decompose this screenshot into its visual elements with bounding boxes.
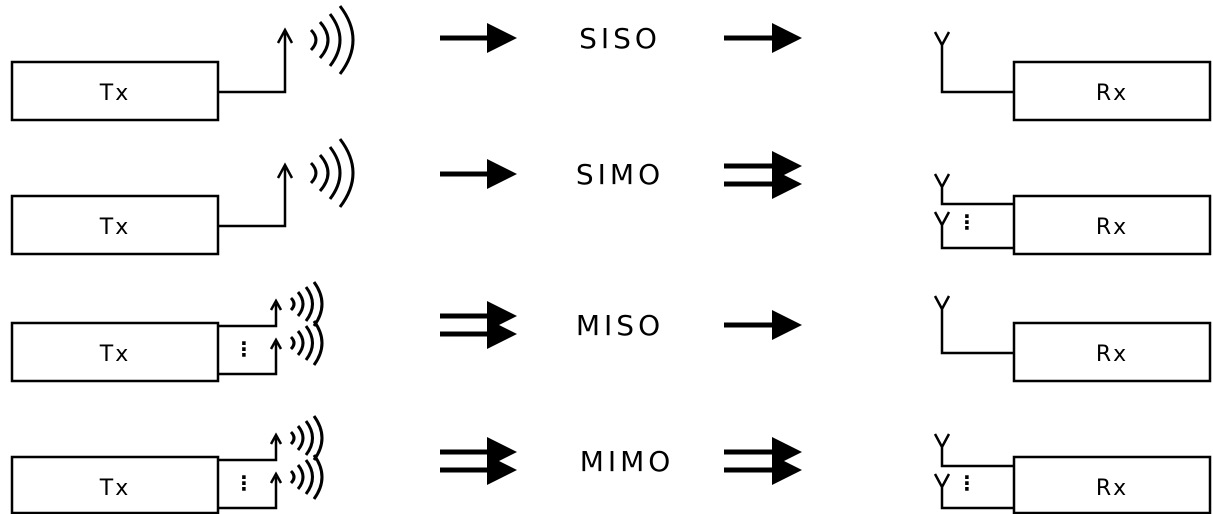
tx-box [10, 321, 220, 383]
tx-label: Tx [99, 215, 130, 240]
tx-antenna-feed [218, 304, 278, 328]
tx-antenna-feed [218, 33, 287, 94]
rx-antenna-array-icon [933, 173, 1014, 250]
rx-antenna-array-icon [933, 433, 1014, 510]
rx-antenna-dots: ⋮ [957, 210, 977, 234]
double-input-arrow [440, 301, 517, 349]
double-output-arrow [724, 437, 802, 485]
tx-antenna-arrows [269, 298, 283, 350]
tx-box [10, 455, 220, 514]
tx-antenna-feed [218, 343, 278, 376]
tx-antenna-feed [218, 438, 278, 462]
rx-box [1012, 60, 1212, 122]
rx-label: Rx [1096, 342, 1128, 367]
radio-waves-icon [289, 281, 324, 366]
tx-box [10, 194, 220, 256]
double-output-arrow [724, 151, 802, 199]
rx-antenna-icon [933, 31, 1014, 94]
tx-label: Tx [99, 476, 130, 501]
tx-antenna-arrows [269, 432, 283, 484]
tx-antenna-arrow [276, 162, 294, 179]
rx-box [1012, 455, 1212, 514]
row-siso: Tx SISO Rx [10, 5, 1212, 122]
mode-label-simo: SIMO [576, 158, 664, 191]
tx-antenna-dots: ⋮ [234, 337, 254, 361]
tx-label: Tx [99, 81, 130, 106]
tx-label: Tx [99, 342, 130, 367]
rx-box [1012, 194, 1212, 256]
mode-label-mimo: MIMO [580, 445, 675, 478]
tx-antenna-dots: ⋮ [234, 471, 254, 495]
mode-label-siso: SISO [579, 22, 661, 55]
tx-antenna-feed [218, 168, 287, 228]
tx-antenna-arrow [276, 27, 294, 44]
mode-label-miso: MISO [576, 309, 664, 342]
rx-box [1012, 321, 1212, 383]
rx-antenna-dots: ⋮ [957, 471, 977, 495]
row-simo: Tx SIMO ⋮ Rx [10, 138, 1212, 256]
rx-antenna-icon [933, 295, 1014, 355]
tx-box [10, 60, 220, 122]
radio-waves-icon [309, 5, 355, 75]
rx-label: Rx [1096, 81, 1128, 106]
radio-waves-icon [289, 415, 324, 500]
double-input-arrow [440, 437, 517, 485]
rx-label: Rx [1096, 476, 1128, 501]
rx-label: Rx [1096, 215, 1128, 240]
row-mimo: Tx ⋮ MIMO ⋮ Rx [10, 415, 1212, 514]
tx-antenna-feed [218, 477, 278, 510]
radio-waves-icon [309, 138, 355, 208]
row-miso: Tx ⋮ MISO Rx [10, 281, 1212, 383]
